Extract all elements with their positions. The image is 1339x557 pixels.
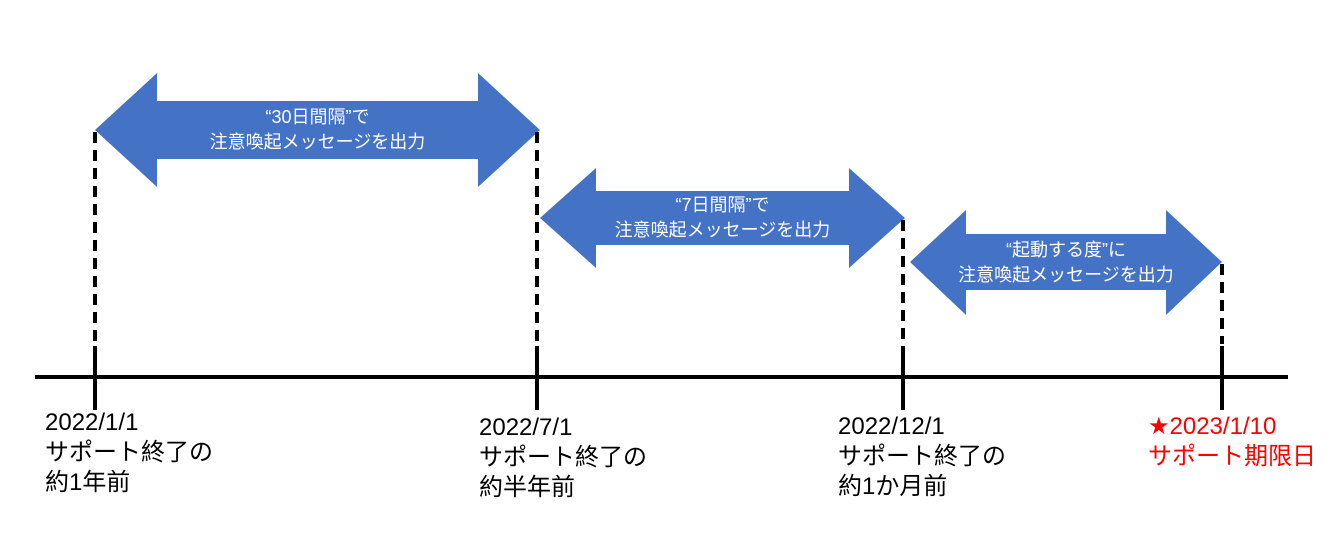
milestone-desc1: サポート期限日	[1148, 443, 1316, 470]
arrow-label: “起動する度”に 注意喚起メッセージを出力	[910, 210, 1222, 315]
interval-arrow-30-days: “30日間隔”で 注意喚起メッセージを出力	[95, 73, 540, 187]
arrow-label-line2: 注意喚起メッセージを出力	[614, 220, 831, 240]
dashed-connector-2022-7-1	[535, 132, 539, 344]
milestone-date: ★2023/1/10	[1148, 413, 1277, 440]
milestone-label-2022-1-1: 2022/1/1 サポート終了の 約1年前	[45, 408, 213, 498]
arrow-label: “7日間隔”で 注意喚起メッセージを出力	[540, 168, 905, 268]
timeline-axis	[35, 375, 1288, 379]
timeline-tick-2022-7-1	[535, 346, 539, 410]
timeline-tick-2022-1-1	[93, 346, 97, 410]
double-arrow-icon	[95, 73, 540, 187]
arrow-label-line2: 注意喚起メッセージを出力	[958, 264, 1174, 285]
milestone-label-deadline-2023-1-10: ★2023/1/10 サポート期限日	[1148, 412, 1316, 472]
interval-arrow-every-launch: “起動する度”に 注意喚起メッセージを出力	[910, 210, 1222, 315]
timeline-tick-2022-12-1	[901, 346, 905, 410]
milestone-label-2022-12-1: 2022/12/1 サポート終了の 約1か月前	[838, 412, 1006, 502]
milestone-desc2: 約1年前	[45, 469, 131, 496]
milestone-desc2: 約半年前	[479, 474, 575, 501]
dashed-connector-2022-12-1	[901, 220, 905, 344]
interval-arrow-7-days: “7日間隔”で 注意喚起メッセージを出力	[540, 168, 905, 268]
milestone-label-2022-7-1: 2022/7/1 サポート終了の 約半年前	[479, 413, 647, 503]
arrow-label-line1: “30日間隔”で	[265, 107, 370, 127]
milestone-desc1: サポート終了の	[838, 443, 1006, 470]
milestone-date: 2022/1/1	[45, 409, 139, 436]
arrow-label-line1: “7日間隔”で	[675, 195, 770, 215]
double-arrow-icon	[910, 210, 1222, 315]
arrow-label-line1: “起動する度”に	[1006, 239, 1126, 260]
milestone-desc1: サポート終了の	[479, 444, 647, 471]
milestone-desc2: 約1か月前	[838, 473, 948, 500]
milestone-date: 2022/7/1	[479, 414, 573, 441]
double-arrow-icon	[540, 168, 905, 268]
dashed-connector-2023-1-10	[1220, 264, 1224, 344]
arrow-label: “30日間隔”で 注意喚起メッセージを出力	[95, 73, 540, 187]
milestone-date: 2022/12/1	[838, 413, 945, 440]
arrow-label-line2: 注意喚起メッセージを出力	[209, 132, 426, 152]
timeline-tick-2023-1-10	[1220, 346, 1224, 410]
milestone-desc1: サポート終了の	[45, 439, 213, 466]
dashed-connector-2022-1-1	[93, 132, 97, 344]
